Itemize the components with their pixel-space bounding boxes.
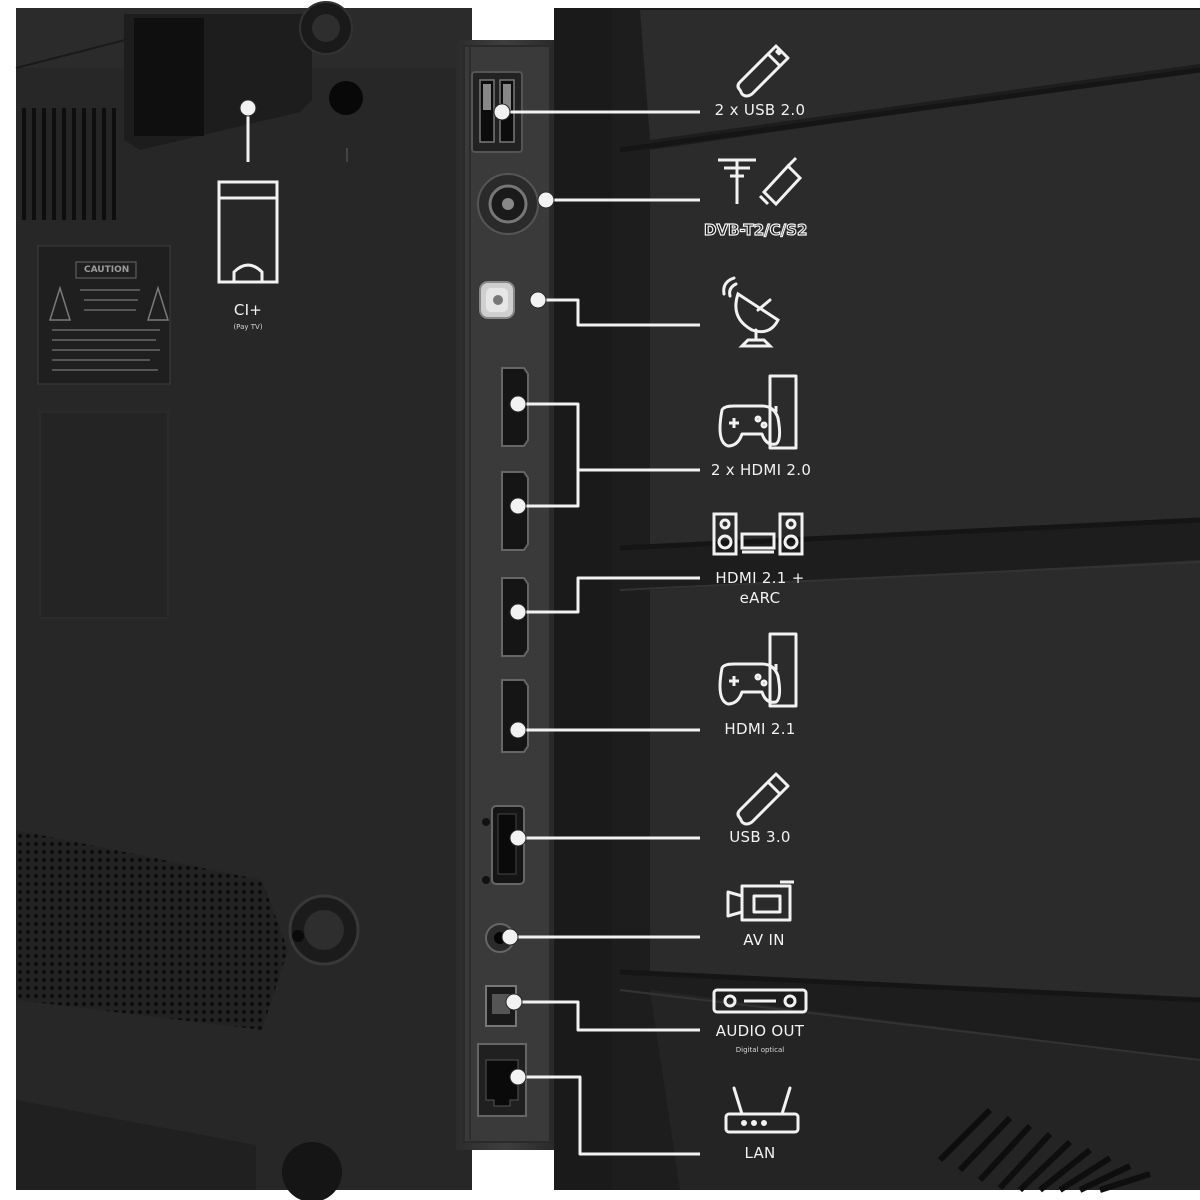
hdmi20-label: 2 x HDMI 2.0 <box>710 461 812 479</box>
port-satellite <box>479 281 515 319</box>
usb3-label: USB 3.0 <box>729 828 791 846</box>
port-usb3 <box>482 805 525 885</box>
callout-dot <box>501 928 519 946</box>
usb-stick-icon <box>736 44 790 98</box>
callout-dot <box>529 291 547 309</box>
hdmi21-label: HDMI 2.1 <box>724 720 796 738</box>
audioout-sublabel: Digital optical <box>735 1046 785 1054</box>
callout-dot <box>509 829 527 847</box>
port-hdmi-ports <box>501 367 529 753</box>
callout-dot <box>509 603 527 621</box>
callout-dot <box>509 721 527 739</box>
ci-label: CI+ <box>233 301 263 319</box>
callout-dot <box>509 1068 527 1086</box>
soundbar-icon <box>712 988 808 1014</box>
satellite-dish-icon <box>722 276 780 348</box>
usb2-label: 2 x USB 2.0 <box>714 101 806 119</box>
game-console-icon <box>718 374 798 450</box>
hdmi21earc-label-line1: HDMI 2.1 + <box>715 569 805 587</box>
game-console-icon <box>718 632 798 708</box>
speaker-system-icon <box>712 512 804 556</box>
callout-dot <box>493 103 511 121</box>
ci-sublabel: (Pay TV) <box>233 323 263 331</box>
callout-dot <box>537 191 555 209</box>
callout-dot <box>509 395 527 413</box>
port-antenna <box>477 173 539 235</box>
dvb-label: DVB-T2/C/S2 <box>703 220 808 239</box>
camcorder-icon <box>726 880 794 922</box>
warning-label-text: CAUTION <box>84 265 130 275</box>
antenna-cable-icon <box>718 156 803 207</box>
port-lan <box>477 1043 527 1117</box>
callout-dot <box>239 99 257 117</box>
callout-dot <box>509 497 527 515</box>
usb-stick-icon <box>736 772 790 826</box>
avin-label: AV IN <box>743 931 785 949</box>
audioout-label: AUDIO OUT <box>715 1022 805 1040</box>
lan-label: LAN <box>744 1144 776 1162</box>
callout-dot <box>505 993 523 1011</box>
router-icon <box>724 1086 800 1134</box>
hdmi21earc-label-line2: eARC <box>739 589 781 607</box>
port-optical <box>485 985 517 1027</box>
ci-card-icon <box>217 180 279 284</box>
